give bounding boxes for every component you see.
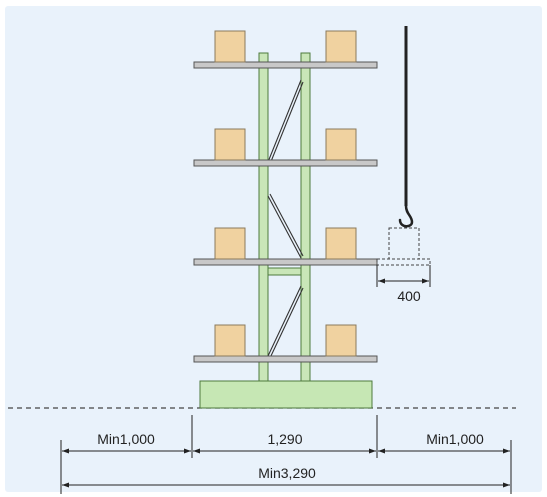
arm-extension-label: 400 (397, 288, 421, 304)
arm-level-2 (193, 159, 378, 167)
dashed-arm-extension (376, 258, 431, 266)
rack-uprights (258, 52, 311, 382)
arm-level-3 (193, 258, 378, 266)
rack-base (199, 380, 373, 409)
box (214, 128, 246, 161)
arm-extension-dimension (376, 265, 431, 287)
right-clearance-label: Min1,000 (426, 431, 484, 447)
box (214, 30, 246, 63)
box (214, 324, 246, 357)
rack-width-label: 1,290 (267, 431, 302, 447)
box (325, 324, 357, 357)
left-clearance-label: Min1,000 (97, 431, 155, 447)
diagonal-bracing (267, 79, 304, 359)
crane-hook-icon (398, 26, 414, 228)
box (325, 30, 357, 63)
width-dimensions (60, 415, 512, 494)
total-width-label: Min3,290 (258, 465, 316, 481)
box (325, 227, 357, 260)
box (214, 227, 246, 260)
arm-level-4 (193, 355, 378, 363)
rack-arms (193, 61, 378, 363)
stored-boxes (214, 30, 357, 357)
diagram-background (5, 6, 542, 492)
dashed-load-box (388, 227, 420, 260)
arm-level-1 (193, 61, 378, 69)
cross-tie (267, 267, 302, 276)
upright-right (300, 52, 311, 382)
arm-extension-outline (376, 227, 431, 266)
upright-left (258, 52, 269, 382)
box (325, 128, 357, 161)
